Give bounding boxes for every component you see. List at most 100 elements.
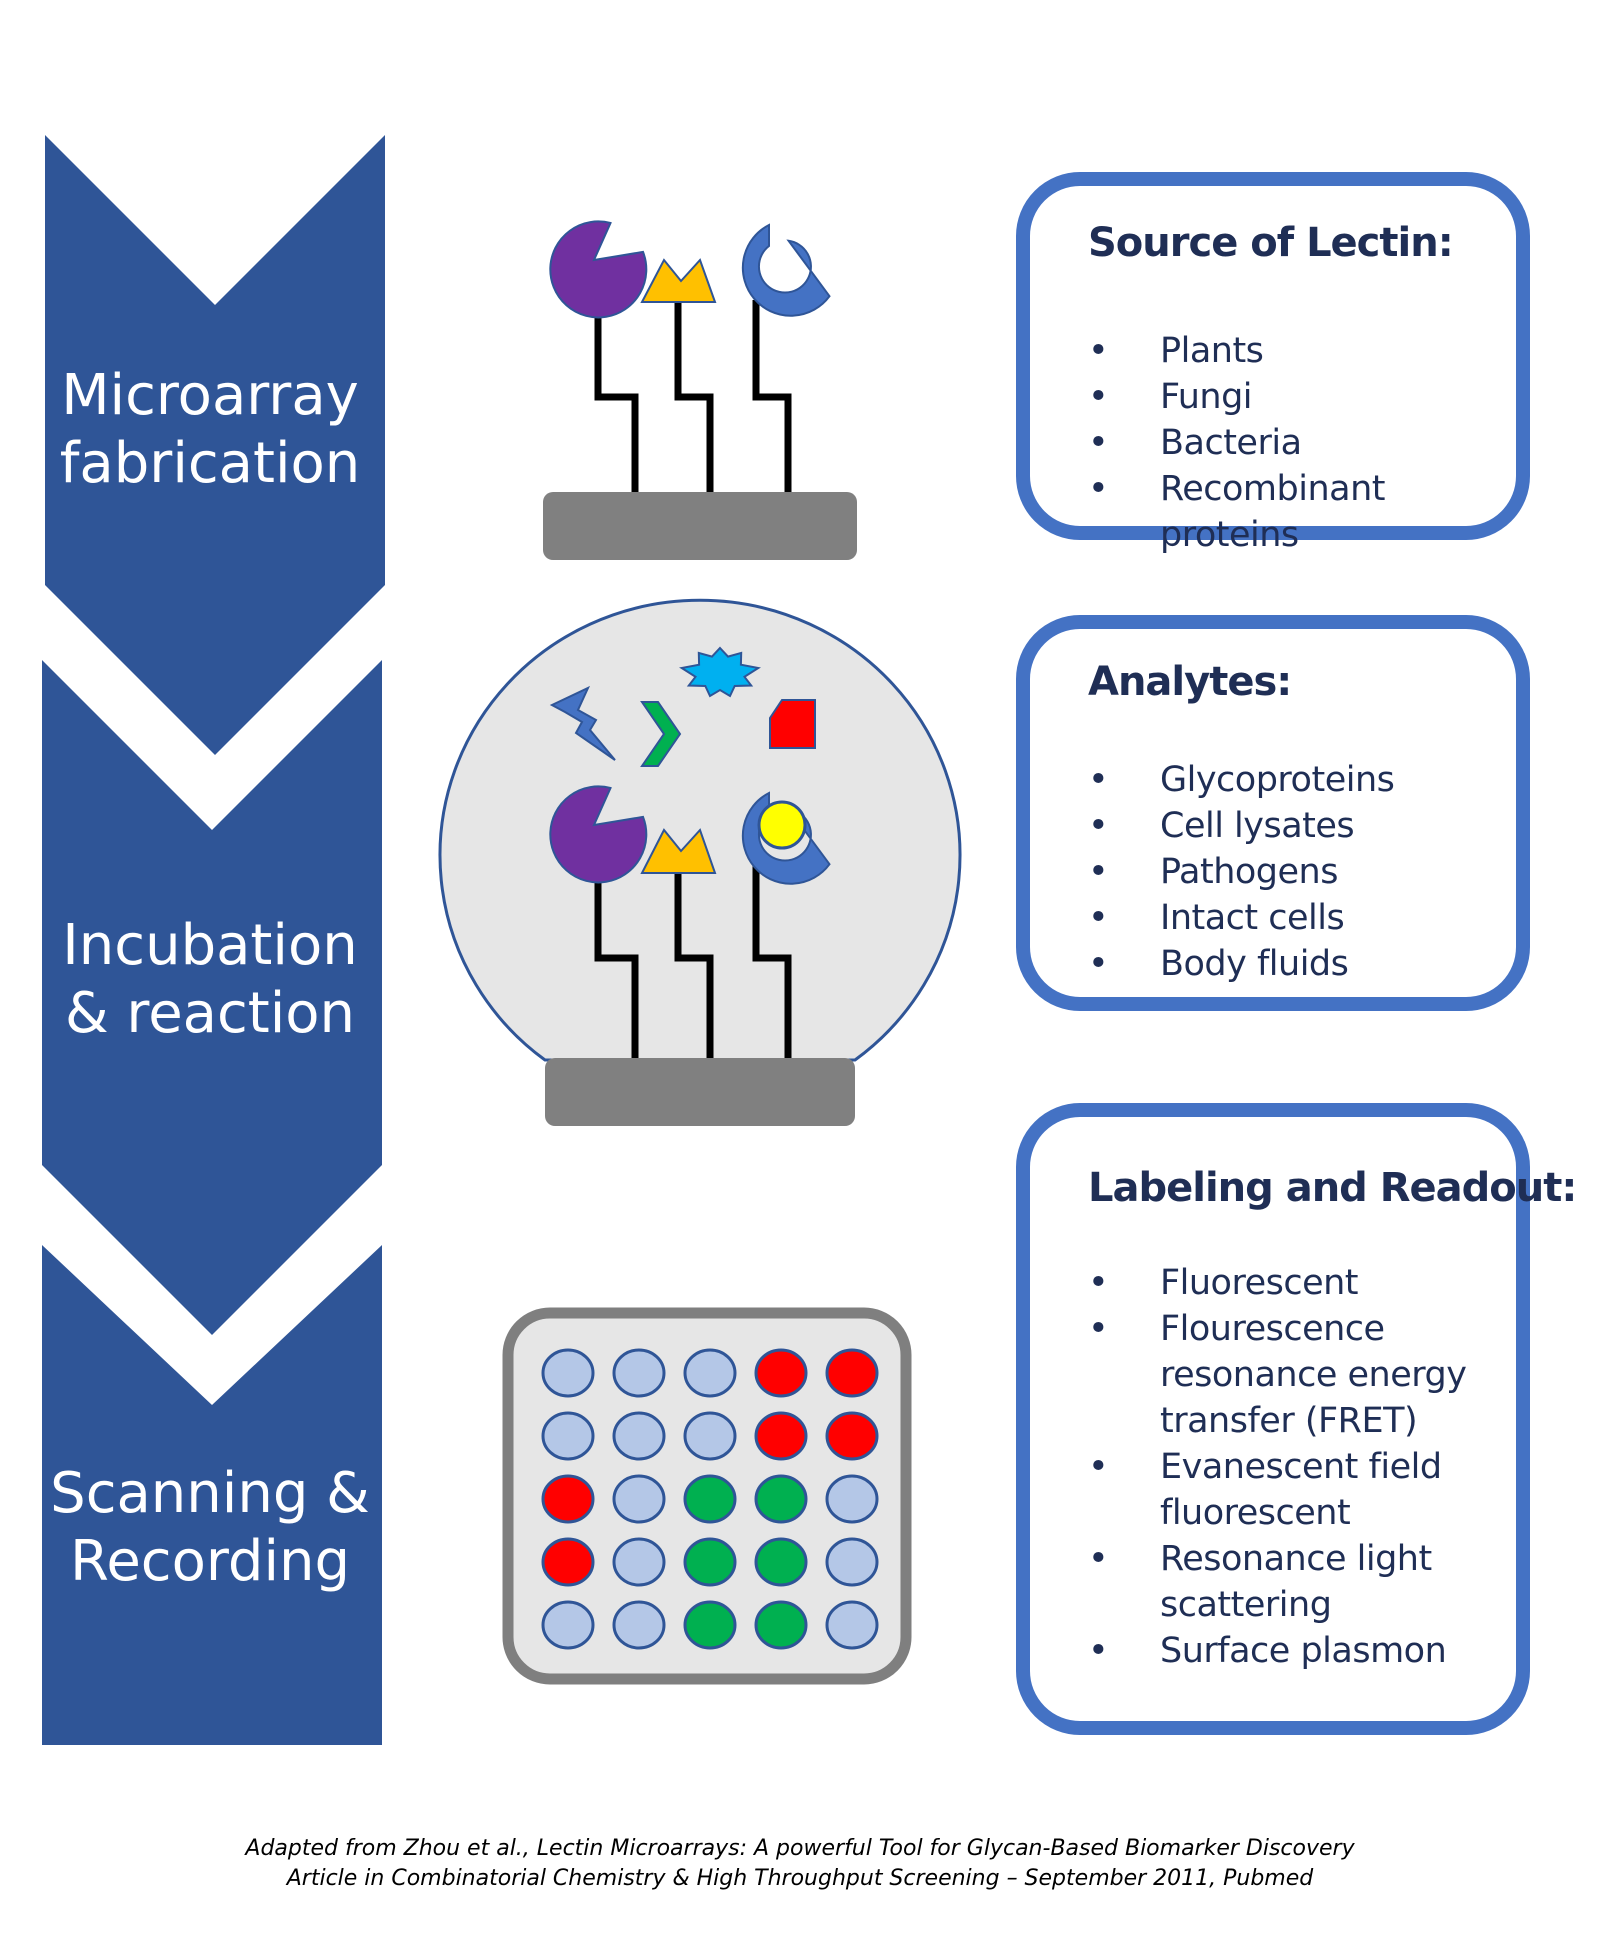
spot-green	[754, 1474, 808, 1524]
list-item-label: Plants	[1160, 331, 1264, 371]
citation-caption: Adapted from Zhou et al., Lectin Microar…	[0, 1834, 1600, 1894]
step-label-line: Recording	[69, 1529, 351, 1594]
list-item: • Pathogens	[1088, 849, 1506, 895]
spot-light	[541, 1348, 595, 1398]
bullet-icon: •	[1088, 1309, 1109, 1349]
list-item-label: Intact cells	[1160, 898, 1345, 938]
spot-green	[683, 1474, 737, 1524]
list-item-label: Glycoproteins	[1160, 760, 1395, 800]
linker-3	[752, 858, 792, 1058]
linker-2	[674, 858, 714, 1058]
spot-light	[825, 1474, 879, 1524]
step-label-line: fabrication	[59, 431, 361, 496]
bullet-icon: •	[1088, 852, 1109, 892]
list-item: • Body fluids	[1088, 941, 1506, 987]
bullet-icon: •	[1088, 760, 1109, 800]
pentagon-analyte-icon	[769, 699, 816, 749]
chevron-step-1	[45, 135, 385, 755]
list-item: • Cell lysates	[1088, 803, 1506, 849]
spot-light	[612, 1411, 666, 1461]
spot-light	[612, 1537, 666, 1587]
step-label-fabrication: Microarray fabrication	[42, 362, 378, 498]
spot-grid	[541, 1348, 879, 1650]
step-label-line: Scanning &	[50, 1461, 370, 1526]
scanned-microarray	[502, 1307, 912, 1685]
list-item: • Surface plasmon	[1088, 1628, 1506, 1674]
chevron-analyte-icon	[640, 701, 682, 767]
gold-lectin-icon	[640, 258, 717, 303]
spot-red	[754, 1411, 808, 1461]
spot-light	[683, 1411, 737, 1461]
caption-line: Article in Combinatorial Chemistry & Hig…	[286, 1866, 1314, 1891]
list-item-label: transfer (FRET)	[1160, 1401, 1418, 1441]
gold-lectin-icon	[640, 828, 717, 874]
spot-light	[541, 1411, 595, 1461]
spot-red	[541, 1474, 595, 1524]
chevron-step-2	[42, 660, 382, 1335]
bullet-icon: •	[1088, 806, 1109, 846]
list-item-label: Bacteria	[1160, 423, 1302, 463]
bullet-icon: •	[1088, 377, 1109, 417]
list-item: • Fungi	[1088, 374, 1506, 420]
list-item: • Plants	[1088, 328, 1506, 374]
list-item-label: Recombinant proteins	[1160, 469, 1386, 555]
linker-1	[594, 300, 639, 492]
spot-green	[754, 1600, 808, 1650]
list-item-label: Fungi	[1160, 377, 1253, 417]
list-item: • Evanescent field fluorescent	[1088, 1444, 1506, 1536]
linker-3	[752, 300, 792, 492]
source-of-lectin-box: Source of Lectin: •Plants •Fungi •Bacter…	[1016, 172, 1530, 555]
list-item-label: Evanescent field	[1160, 1447, 1442, 1487]
bullet-icon: •	[1088, 944, 1109, 984]
spot-light	[683, 1348, 737, 1398]
bullet-icon: •	[1088, 331, 1109, 371]
list-item-label: fluorescent	[1160, 1493, 1351, 1533]
bullet-icon: •	[1088, 1631, 1109, 1671]
bullet-icon: •	[1088, 423, 1109, 463]
list-item-label: Body fluids	[1160, 944, 1349, 984]
bound-analyte-icon	[757, 800, 807, 850]
incubation-illustration	[438, 598, 962, 1126]
bullet-icon: •	[1088, 1447, 1109, 1487]
list-item: • Recombinant proteins	[1088, 466, 1506, 558]
source-list: • Plants • Fungi • Bacteria • Recombinant pr…	[1088, 328, 1506, 558]
spot-light	[541, 1600, 595, 1650]
linker-1	[594, 858, 639, 1058]
spot-green	[683, 1537, 737, 1587]
bullet-icon: •	[1088, 469, 1109, 509]
spot-light	[825, 1600, 879, 1650]
purple-lectin-icon	[549, 220, 648, 319]
list-item-label: Pathogens	[1160, 852, 1338, 892]
list-item: • Fluorescent	[1088, 1260, 1506, 1306]
spot-light	[612, 1348, 666, 1398]
list-item: •Intact cells	[1088, 895, 1506, 941]
step-label-line: & reaction	[64, 981, 356, 1046]
lectin-array-fabrication	[543, 220, 857, 560]
list-item: • Glycoproteins	[1088, 757, 1506, 803]
lightning-analyte-icon	[549, 685, 616, 761]
bullet-icon: •	[1088, 1263, 1109, 1303]
spot-green	[754, 1537, 808, 1587]
list-item-label: Fluorescent	[1160, 1263, 1359, 1303]
list-item: • Bacteria	[1088, 420, 1506, 466]
step-label-line: Incubation	[62, 913, 358, 978]
labeling-readout-box: Labeling and Readout: • Fluorescent •Flou…	[1016, 1103, 1577, 1735]
blue-lectin-icon	[741, 223, 831, 317]
spot-red	[825, 1348, 879, 1398]
step-label-line: Microarray	[61, 363, 359, 428]
list-item-label: Surface plasmon	[1160, 1631, 1447, 1671]
spot-red	[754, 1348, 808, 1398]
step-label-incubation: Incubation & reaction	[42, 912, 378, 1048]
chevron-step-3	[42, 1245, 382, 1745]
list-item-label: Resonance light	[1160, 1539, 1432, 1579]
spot-light	[612, 1474, 666, 1524]
list-item-label: Cell lysates	[1160, 806, 1355, 846]
step-label-scanning: Scanning & Recording	[42, 1460, 378, 1596]
starburst-analyte-icon	[679, 646, 761, 698]
box-title: Labeling and Readout:	[1088, 1165, 1577, 1211]
spot-light	[825, 1537, 879, 1587]
